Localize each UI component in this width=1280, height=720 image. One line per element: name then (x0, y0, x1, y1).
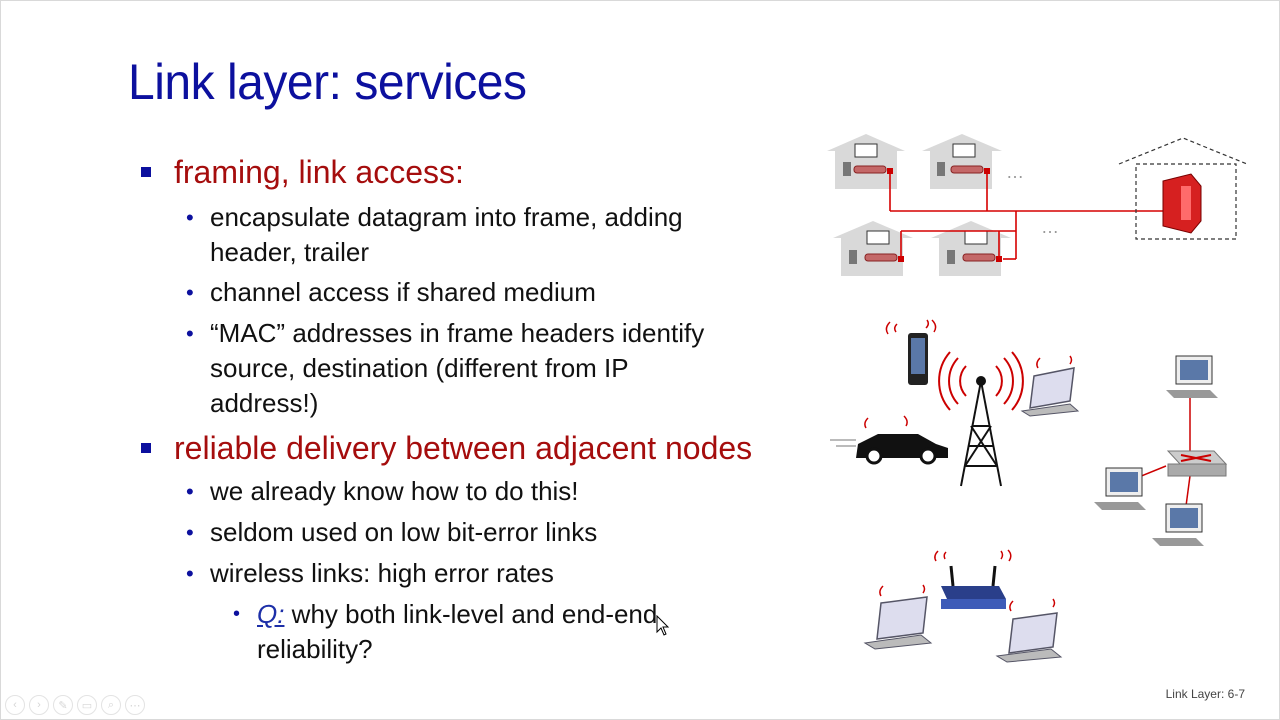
dot-bullet-icon: • (233, 603, 241, 625)
dot-bullet-icon: • (186, 280, 194, 305)
shared-medium-diagram: … … (827, 134, 1248, 276)
bullet-reliable: reliable delivery between adjacent nodes (141, 430, 753, 467)
sub-bullet-mac: • “MAC” addresses in frame headers ident… (186, 316, 705, 421)
cell-tower-icon (938, 351, 1024, 487)
text-line: we already know how to do this! (210, 476, 579, 506)
text-line: source, destination (different from IP (210, 353, 629, 383)
text-line: wireless links: high error rates (210, 558, 554, 588)
shared-cable (889, 174, 1171, 260)
square-bullet-icon (141, 167, 151, 177)
text-line: encapsulate datagram into frame, adding (210, 202, 683, 232)
house-icon (827, 134, 905, 189)
square-bullet-icon (141, 443, 151, 453)
desktop-pc-icon (1152, 503, 1204, 546)
mouse-cursor-icon (656, 615, 670, 636)
laptop-icon (995, 598, 1063, 663)
wireless-diagram (830, 319, 1080, 487)
ellipsis-label: … (1041, 217, 1061, 237)
presentation-controls: ‹ › ✎ ▭ ⌕ ⋯ (5, 695, 145, 715)
sub-bullet-encapsulate: • encapsulate datagram into frame, addin… (186, 200, 683, 270)
laptop-icon (1020, 355, 1080, 417)
sub-bullet-seldom: • seldom used on low bit-error links (186, 515, 598, 550)
house-icon (931, 221, 1011, 276)
question-label: Q: (257, 599, 285, 629)
switch-diagram (1094, 355, 1228, 546)
wifi-diagram (863, 549, 1063, 663)
next-icon[interactable]: › (29, 695, 49, 715)
dot-bullet-icon: • (186, 479, 194, 504)
zoom-icon[interactable]: ⌕ (101, 695, 121, 715)
dot-bullet-icon: • (186, 520, 194, 545)
head-end-house (1118, 137, 1248, 240)
text-line: header, trailer (210, 237, 369, 267)
text-line: channel access if shared medium (210, 277, 596, 307)
text-line: why both link-level and end-end (284, 599, 658, 629)
sub-bullet-wireless: • wireless links: high error rates (186, 556, 554, 591)
ellipsis-label: … (1006, 162, 1026, 182)
pen-icon[interactable]: ✎ (53, 695, 73, 715)
prev-icon[interactable]: ‹ (5, 695, 25, 715)
laptop-icon (863, 584, 933, 650)
bullet-heading: reliable delivery between adjacent nodes (174, 430, 753, 466)
sub-bullet-channel: • channel access if shared medium (186, 275, 596, 310)
bullet-framing: framing, link access: (141, 154, 464, 191)
text-line: reliability? (257, 634, 373, 664)
house-icon (922, 134, 1002, 189)
slide-footer: Link Layer: 6-7 (1165, 687, 1245, 701)
dot-bullet-icon: • (186, 561, 194, 586)
desktop-pc-icon (1094, 467, 1146, 510)
wifi-router-icon (934, 549, 1012, 609)
phone-icon (885, 319, 937, 385)
bullet-heading: framing, link access: (174, 154, 464, 190)
slides-icon[interactable]: ▭ (77, 695, 97, 715)
dot-bullet-icon: • (186, 321, 194, 346)
text-line: seldom used on low bit-error links (210, 517, 598, 547)
desktop-pc-icon (1166, 355, 1218, 398)
more-icon[interactable]: ⋯ (125, 695, 145, 715)
text-line: “MAC” addresses in frame headers identif… (210, 318, 705, 348)
car-icon (830, 415, 948, 465)
switch-icon (1166, 450, 1228, 477)
dot-bullet-icon: • (186, 205, 194, 230)
slide-title: Link layer: services (128, 54, 527, 110)
router-icon (1162, 173, 1202, 234)
sub-bullet-know: • we already know how to do this! (186, 474, 579, 509)
house-icon (833, 221, 913, 276)
sub-sub-bullet-question: • Q: why both link-level and end-end rel… (233, 597, 658, 667)
text-line: address!) (210, 388, 319, 418)
